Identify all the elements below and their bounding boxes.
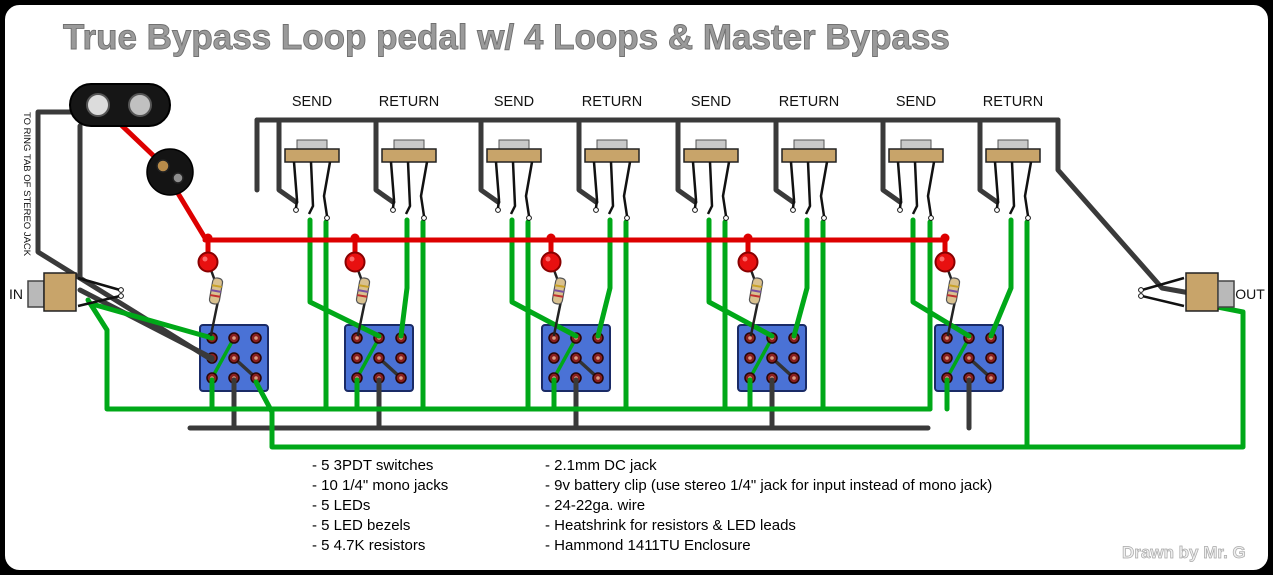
output-jack (1138, 272, 1235, 312)
parts-left-3: - 5 LEDs (312, 497, 370, 514)
jack-label-send-3: SEND (691, 94, 731, 110)
credit-text: Drawn by Mr. G (1122, 543, 1246, 562)
parts-right-3: - 24-22ga. wire (545, 497, 645, 514)
jack-label-return-1: RETURN (379, 94, 439, 110)
battery-clip (146, 148, 194, 196)
text-layer: True Bypass Loop pedal w/ 4 Loops & Mast… (9, 18, 1265, 563)
dc-jack (69, 83, 171, 127)
input-jack (27, 272, 124, 312)
jack-label-send-4: SEND (896, 94, 936, 110)
parts-right-4: - Heatshrink for resistors & LED leads (545, 517, 796, 534)
signal-wiring (85, 217, 1246, 450)
parts-right-5: - Hammond 1411TU Enclosure (545, 537, 751, 554)
jack-labels: SEND RETURN SEND RETURN SEND RETURN SEND… (292, 94, 1043, 110)
parts-right-2: - 9v battery clip (use stereo 1/4" jack … (545, 477, 992, 494)
ground-wiring (35, 109, 1193, 431)
jack-label-return-2: RETURN (582, 94, 642, 110)
parts-right-1: - 2.1mm DC jack (545, 457, 657, 474)
parts-left-1: - 5 3PDT switches (312, 457, 433, 474)
stereo-jack-note: TO RING TAB OF STEREO JACK (21, 112, 32, 257)
jack-label-send-2: SEND (494, 94, 534, 110)
parts-list: - 5 3PDT switches - 10 1/4" mono jacks -… (312, 457, 992, 554)
input-label: IN (9, 286, 23, 302)
parts-left-2: - 10 1/4" mono jacks (312, 477, 448, 494)
output-label: OUT (1235, 286, 1265, 302)
jack-label-return-3: RETURN (779, 94, 839, 110)
jack-label-send-1: SEND (292, 94, 332, 110)
parts-left-4: - 5 LED bezels (312, 517, 410, 534)
jack-label-return-4: RETURN (983, 94, 1043, 110)
page-title: True Bypass Loop pedal w/ 4 Loops & Mast… (63, 18, 950, 57)
parts-left-5: - 5 4.7K resistors (312, 537, 425, 554)
